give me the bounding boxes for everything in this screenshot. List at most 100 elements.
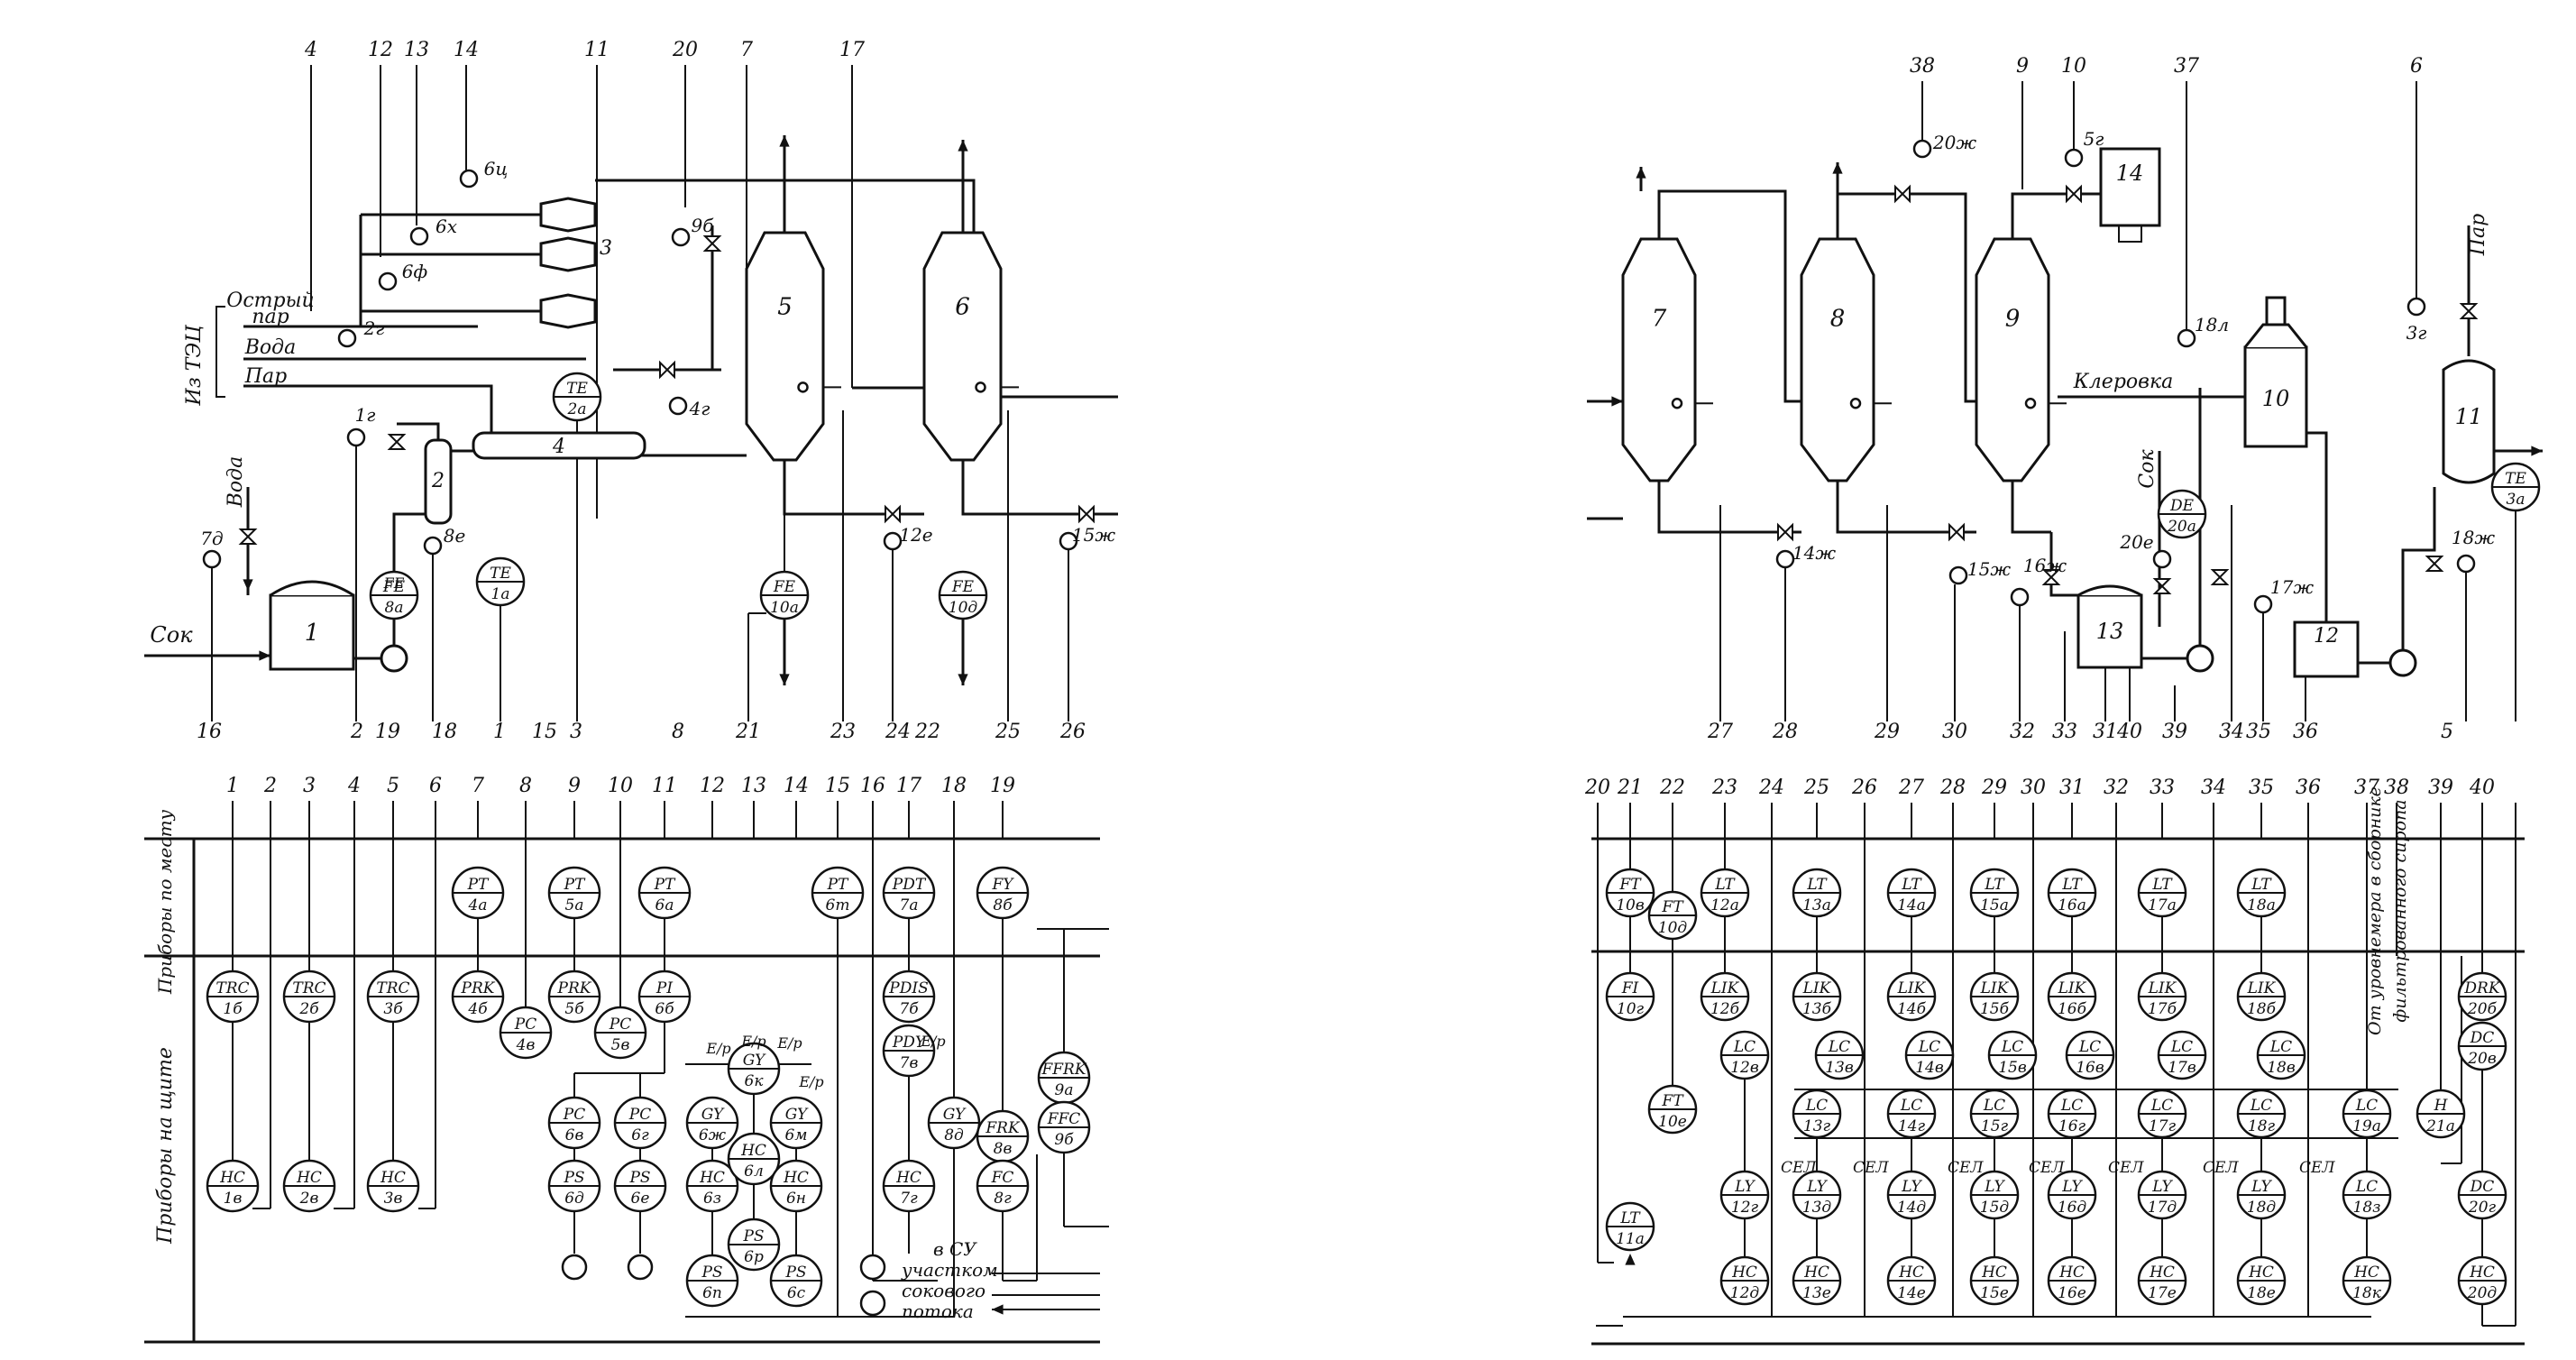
- instrument-tag: 10а: [770, 599, 799, 617]
- instrument-function: FT: [1661, 1092, 1684, 1110]
- line-number: 30: [1942, 721, 1967, 743]
- instrument-function: PC: [514, 1015, 536, 1034]
- instrument-function: HC: [699, 1169, 725, 1187]
- valve-icon: [885, 504, 901, 524]
- heater-4: [472, 431, 646, 460]
- panel-row-label: Приборы на щите: [154, 1047, 177, 1245]
- instrument-function: GY: [701, 1106, 725, 1124]
- instrument-tag: 16д: [2058, 1199, 2087, 1217]
- instrument-tag: 8а: [385, 599, 404, 617]
- sensor-point-label: 18ж: [2452, 527, 2495, 548]
- brace-line: [215, 306, 225, 398]
- instrument-function: PRK: [461, 979, 496, 997]
- instrument-tag: 4в: [516, 1036, 536, 1054]
- instrument-function: LT: [1619, 1209, 1641, 1227]
- instrument-tag: 4б: [467, 1000, 488, 1018]
- instrument-function: LC: [1900, 1097, 1922, 1115]
- juice-tank: [269, 593, 355, 671]
- sensor-point-icon: [883, 531, 903, 551]
- instrument-function: PT: [827, 876, 849, 894]
- instrument-tag: 12б: [1710, 1000, 1740, 1018]
- line-number: 16: [197, 721, 222, 743]
- line-number: 11: [584, 39, 610, 61]
- instrument-function: HC: [296, 1169, 322, 1187]
- line-number: 9: [2016, 55, 2029, 78]
- instrument-function: FI: [1621, 979, 1639, 997]
- instrument-tag: 6ж: [699, 1126, 727, 1144]
- instrument-tag: 6т: [826, 896, 850, 914]
- instrument-tag: 14в: [1915, 1059, 1944, 1077]
- line-number: 8: [672, 721, 684, 743]
- instrument-tag: 13а: [1802, 896, 1831, 914]
- melt-vessel-11: [2442, 359, 2496, 484]
- juice-5-to-6: [783, 460, 924, 516]
- instrument-tag: 8д: [944, 1126, 964, 1144]
- equipment-number: 2: [431, 470, 445, 492]
- panel-column-number: 30: [2021, 776, 2046, 799]
- line-number: 28: [1772, 721, 1798, 743]
- pipe-line: [2401, 487, 2436, 650]
- instrument-tag: 10г: [1617, 1000, 1645, 1018]
- instrument-function: LY: [2151, 1178, 2173, 1196]
- instrument-tag: 16б: [2058, 1000, 2087, 1018]
- instrument-tag: 6м: [785, 1126, 808, 1144]
- instrument-tag: 6л: [744, 1162, 764, 1181]
- instrument-function: PS: [784, 1264, 806, 1282]
- panel-column-number: 10: [608, 775, 633, 797]
- instrument-function: LT: [1806, 876, 1828, 894]
- instrument-function: FT: [1618, 876, 1642, 894]
- instrument-function: LIK: [2058, 979, 2087, 997]
- line-number: 34: [2219, 721, 2244, 743]
- instrument-tag: 10д: [949, 599, 978, 617]
- line-number: 24: [885, 721, 911, 743]
- panel-note: потока: [902, 1300, 974, 1322]
- instrument-function: LC: [1983, 1097, 2005, 1115]
- instrument-function: LIK: [1802, 979, 1832, 997]
- instrument-tag: 5в: [611, 1036, 630, 1054]
- instrument-tag: 15а: [1980, 896, 2009, 914]
- instrument-tag: 3в: [384, 1190, 403, 1208]
- panel-column-number: 35: [2249, 776, 2274, 799]
- instrument-tag: 1а: [491, 585, 510, 603]
- valve-icon: [2459, 303, 2479, 319]
- massecuite-7-to-8: [1657, 481, 1801, 534]
- instrument-tag: 7б: [899, 1000, 919, 1018]
- instrument-function: LC: [2060, 1097, 2083, 1115]
- instrument-function: HC: [783, 1169, 809, 1187]
- sensor-point-icon: [2456, 554, 2476, 574]
- panel-column-number: 36: [2296, 776, 2321, 799]
- instrument-function: PC: [609, 1015, 631, 1034]
- stream-label: Из ТЭЦ: [183, 325, 206, 407]
- instrument-function: PDY: [892, 1034, 927, 1052]
- instrument-function: LC: [2150, 1097, 2173, 1115]
- instrument-function: PI: [655, 979, 673, 997]
- instrument-function: LC: [1918, 1038, 1940, 1056]
- instrument-tag: 20в: [2467, 1050, 2497, 1068]
- instrument-function: HC: [2353, 1264, 2379, 1282]
- signal-converter-label: E/p: [740, 1033, 765, 1050]
- sensor-point-icon: [459, 169, 479, 188]
- sensor-point-icon: [2406, 297, 2426, 317]
- panel-note: в СУ: [933, 1238, 977, 1260]
- arrow-head-icon: [958, 140, 968, 152]
- arrow-head-icon: [1832, 162, 1843, 174]
- panel-row-label: Приборы по месту: [154, 809, 176, 995]
- signal-converter-label: E/p: [798, 1073, 823, 1090]
- line-number: 1: [493, 721, 506, 743]
- instrument-tag: 7г: [900, 1190, 918, 1208]
- instrument-function: LC: [2355, 1178, 2378, 1196]
- heater-2: [424, 438, 453, 525]
- instrument-function: LT: [1984, 876, 2005, 894]
- equipment-number: 4: [552, 436, 565, 458]
- equipment-number: 10: [2262, 386, 2290, 411]
- line-number: 31: [2093, 721, 2118, 743]
- instrument-function: LIK: [2247, 979, 2277, 997]
- sensor-point-icon: [671, 227, 691, 247]
- panel-column-number: 6: [429, 775, 442, 797]
- instrument-function: FT: [1661, 898, 1684, 916]
- instrument-function: PS: [628, 1169, 650, 1187]
- instrument-tag: 16а: [2058, 896, 2086, 914]
- instrument-function: FFRK: [1040, 1061, 1086, 1079]
- sensor-point-label: 15ж: [1967, 558, 2011, 580]
- instrument-tag: 6в: [565, 1126, 584, 1144]
